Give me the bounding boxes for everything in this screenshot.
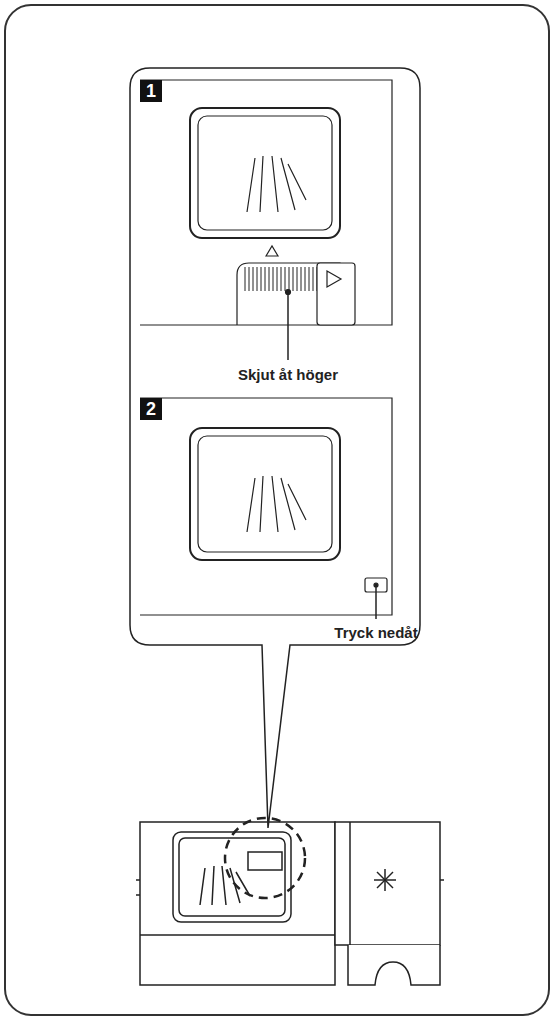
callout-number: 1	[140, 80, 162, 102]
step-2-panel	[140, 398, 392, 619]
step-1-panel	[140, 80, 392, 360]
dispenser-body	[136, 822, 444, 985]
outer-frame	[5, 5, 549, 1015]
callout-panel	[130, 68, 420, 828]
dashed-circle	[225, 818, 305, 898]
sunburst-symbol	[374, 869, 396, 891]
instruction-label: Skjut åt höger	[238, 366, 338, 384]
instruction-label: Tryck nedåt	[334, 624, 417, 642]
callout-number: 2	[140, 398, 162, 420]
